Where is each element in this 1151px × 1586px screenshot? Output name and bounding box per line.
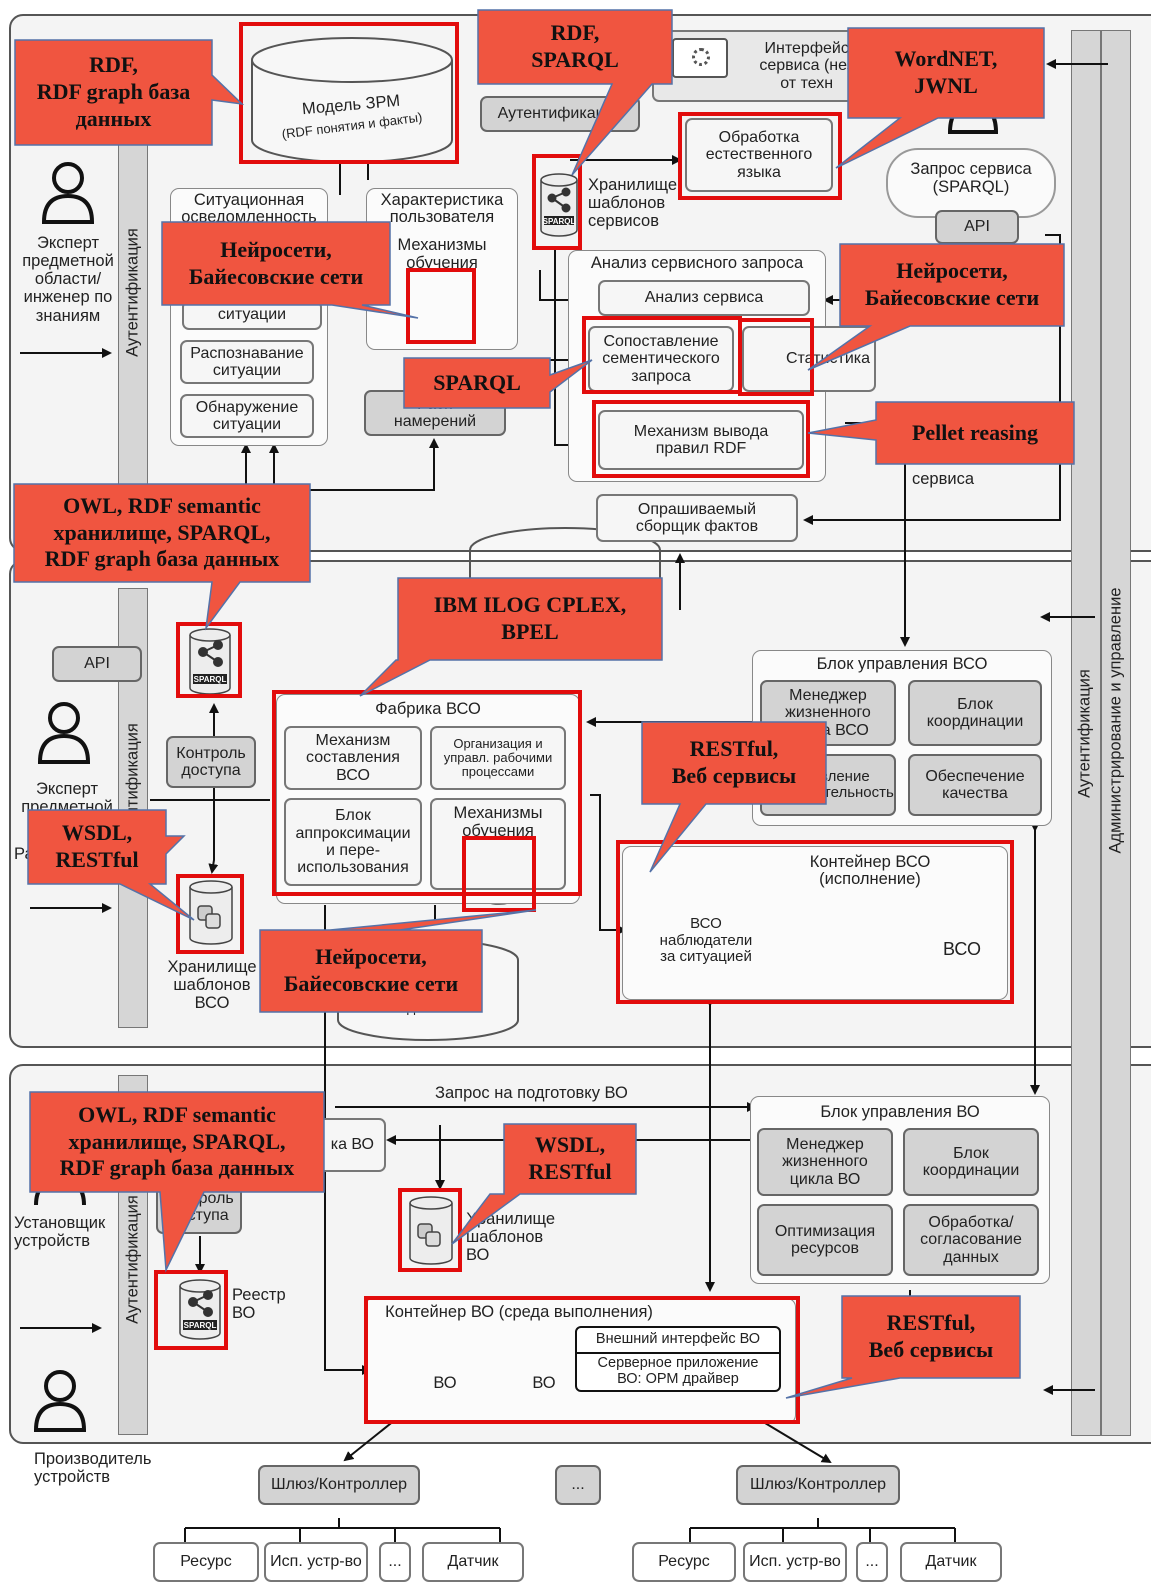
highlight-vso-templates [176,874,244,954]
callout-wsdl-bottom: WSDL, RESTful [528,1132,612,1184]
callout-restful-mid: RESTful, Веб сервисы [671,736,797,788]
actuator-left: Исп. устр-во [264,1542,368,1582]
service-analysis-box: Анализ сервиса [598,280,810,316]
situation-recognition-box: Распознавание ситуации [180,340,314,384]
vo-data-processing-box: Обработка/ согласование данных [903,1204,1039,1276]
service-templates-label: Хранилище шаблонов сервисов [588,176,678,231]
sparql-label-3: SPARQL [184,1321,217,1330]
service-request-label: Запрос сервиса (SPARQL) [910,160,1032,197]
service-word: сервиса [912,470,975,488]
vso-management-title: Блок управления ВСО [816,655,988,673]
gateway-ellipsis: ... [555,1465,601,1505]
db-icon-vo-templates [409,1196,453,1265]
gateway-left: Шлюз/Контроллер [258,1465,420,1505]
highlight-nlp [678,112,842,200]
vso-observers-label: ВСО наблюдатели за ситуацией [659,915,753,965]
vso-composition-box: Механизм составления ВСО [284,726,422,790]
resource-right: Ресурс [632,1542,736,1582]
person-icon-top [41,162,95,224]
gateway-right: Шлюз/Контроллер [736,1465,900,1505]
vso-container-title: Контейнер ВСО (исполнение) [809,853,931,889]
vo-label-1: ВО [433,1374,457,1392]
vso-container-group [622,846,1008,1000]
highlight-mid-learning [462,836,536,912]
highlight-vso-factory [272,690,582,896]
callout-rdf-graph: RDF, RDF graph база данных [36,52,191,131]
callout-restful-bottom: RESTful, Веб сервисы [868,1310,994,1362]
callout-neuro-right: Нейросети, Байесовские сети [864,258,1040,310]
vso-quality-box: Обеспечение качества [908,754,1042,816]
right-auth-bar [1071,30,1101,1436]
vo-container-title: Контейнер ВО (среда выполнения) [385,1303,653,1321]
service-analysis-group-title: Анализ сервисного запроса [590,254,804,272]
sensor-right: Датчик [900,1542,1002,1582]
top-api-box: API [935,210,1019,244]
user-characteristics-title: Характеристика пользователя [380,191,504,227]
producer-label: Производитель устройств [34,1450,152,1487]
top-learning-label: Механизмы обучения [397,236,487,273]
fact-collector-box: Опрашиваемый сборщик фактов [596,494,798,542]
callout-neuro-mid: Нейросети, Байесовские сети [283,944,459,996]
highlight-vo-templates [398,1188,462,1272]
person-icon-middle [37,702,91,764]
vso-templates-label: Хранилище шаблонов ВСО [167,958,257,1013]
rdf-inference-box: Механизм вывода правил RDF [598,410,804,470]
ellipsis-left: ... [379,1542,411,1582]
vo-registry-label: Реестр ВО [232,1286,286,1323]
callout-wsdl-mid: WSDL, RESTful [55,820,139,872]
semantic-matching-box: Сопоставление сементического запроса [588,326,734,392]
highlight-learning-top [406,268,476,344]
right-admin-bar [1101,30,1131,1436]
mid-learning-label: Механизмы обучения [453,804,543,841]
highlight-rdf-inference [592,400,810,478]
callout-wordnet: WordNET, JWNL [894,46,998,98]
sparql-label-2: SPARQL [194,675,227,684]
vso-coordination-box: Блок координации [908,680,1042,746]
highlight-vso-container [616,840,1014,1004]
vo-management-title: Блок управления ВО [820,1103,980,1121]
resource-left: Ресурс [153,1542,259,1582]
highlight-statistics [738,318,814,396]
vo-coordination-box: Блок координации [903,1128,1039,1196]
approximation-box: Блок аппроксимации и пере- использования [284,798,422,886]
highlight-vo-container [364,1296,800,1424]
vo-optimization-box: Оптимизация ресурсов [757,1204,893,1276]
nlp-box: Обработка естественного языка [685,118,833,192]
highlight-service-templates [532,154,582,250]
highlight-model [239,22,459,164]
mid-api-box: API [52,646,142,682]
situation-detection-box: Обнаружение ситуации [180,394,314,438]
db-icon-vso-templates [189,880,233,945]
installer-label: Установщик устройств [14,1214,106,1251]
ellipsis-right: ... [856,1542,888,1582]
mid-access-control-box: Контроль доступа [166,736,256,788]
callout-rdf-sparql: RDF, SPARQL [531,20,619,72]
callout-owl-top: OWL, RDF semantic хранилище, SPARQL, RDF… [44,492,280,572]
mid-learning-box [430,798,566,890]
callout-neuro-top: Нейросети, Байесовские сети [188,236,364,289]
top-user-label: Эксперт предметной области/ инженер по з… [22,234,114,325]
highlight-vo-registry [154,1270,228,1350]
callout-sparql: SPARQL [433,369,521,395]
sparql-label-1: SPARQL [543,217,576,226]
laptop-gear-icon [672,38,728,78]
callout-owl-bottom: OWL, RDF semantic хранилище, SPARQL, RDF… [59,1101,295,1181]
vo-label-2: ВО [532,1374,556,1392]
workflow-box: Организация и управл. рабочими процессам… [430,726,566,790]
vso-label: ВСО [942,939,981,959]
person-icon-bottom [33,1370,87,1432]
vo-request-label: Запрос на подготовку ВО [435,1084,628,1102]
model-cylinder [251,37,453,163]
vo-server-app-box: Серверное приложение ВО: ОРМ драйвер [575,1352,781,1392]
sensor-left: Датчик [422,1542,524,1582]
callout-pellet: Pellet reasing [911,419,1039,445]
callout-ibm: IBM ILOG CPLEX, BPEL [433,592,627,644]
vso-factory-title: Фабрика ВСО [375,700,481,718]
service-request-box [886,148,1056,218]
vo-lifecycle-box: Менеджер жизненного цикла ВО [757,1128,893,1196]
actuator-right: Исп. устр-во [743,1542,847,1582]
